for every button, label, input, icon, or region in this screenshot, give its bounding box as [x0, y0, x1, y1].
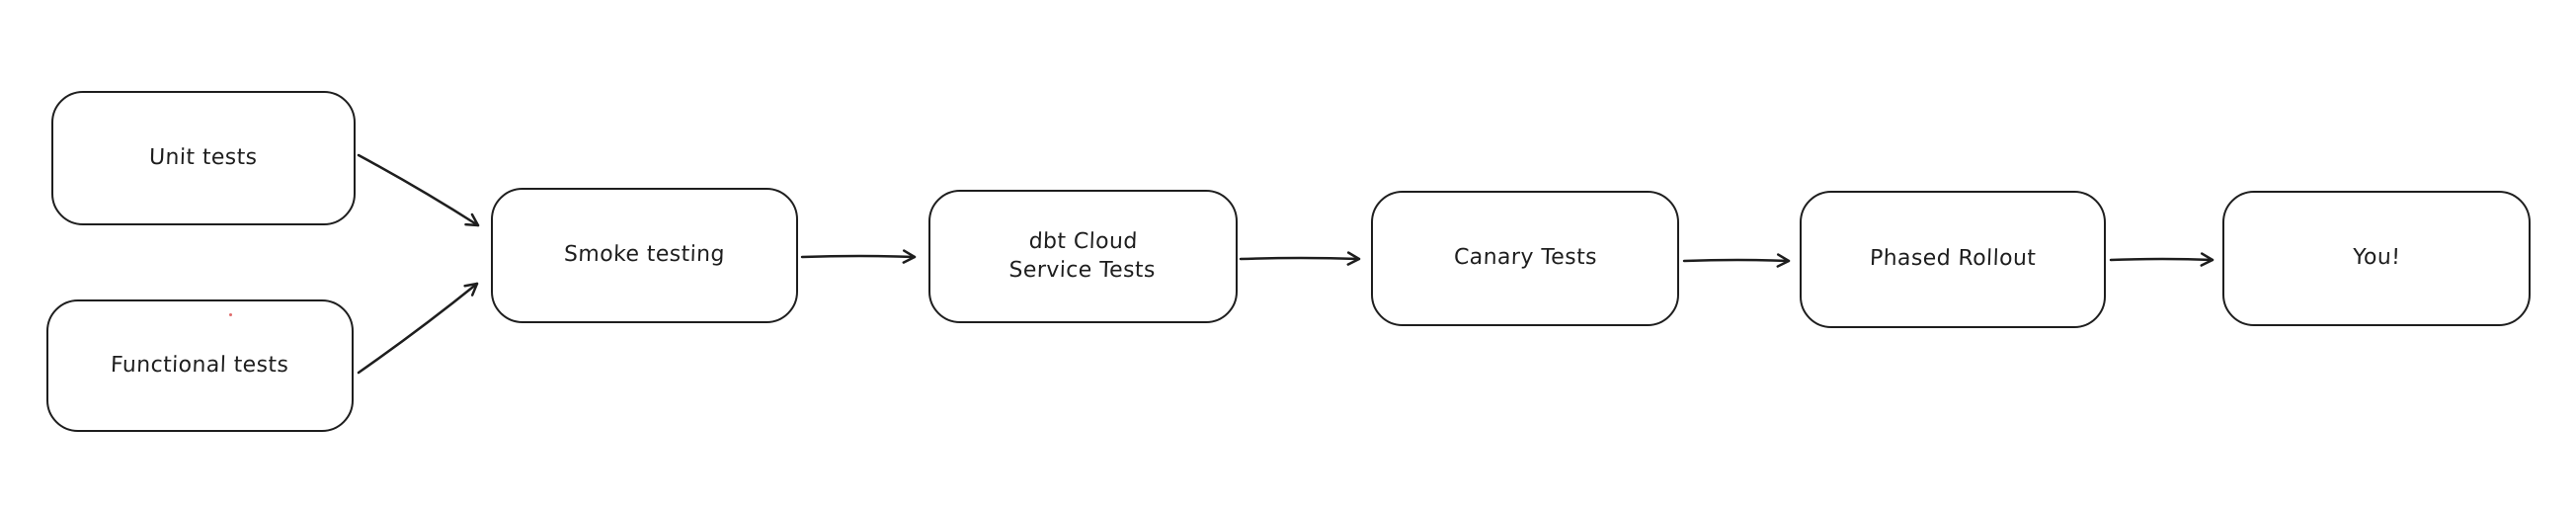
arrow-unit-to-smoke [357, 153, 480, 227]
node-phased-rollout-label: Phased Rollout [1869, 246, 2037, 272]
node-phased-rollout: Phased Rollout [1800, 191, 2106, 328]
arrow-dbt-to-canary [1239, 251, 1361, 266]
arrow-functional-to-smoke [357, 282, 479, 375]
node-smoke-testing: Smoke testing [491, 188, 798, 323]
node-smoke-testing-label: Smoke testing [563, 242, 726, 268]
node-canary-tests-label: Canary Tests [1453, 245, 1597, 271]
arrow-canary-to-phased [1682, 253, 1791, 268]
node-functional-tests-label: Functional tests [110, 352, 290, 378]
arrow-smoke-to-dbt [800, 249, 917, 264]
node-dbt-cloud-service-tests: dbt Cloud Service Tests [928, 190, 1238, 323]
node-dbt-cloud-service-tests-label: dbt Cloud Service Tests [1008, 228, 1157, 283]
node-canary-tests: Canary Tests [1371, 191, 1679, 326]
node-unit-tests: Unit tests [51, 91, 356, 225]
stray-red-dot [229, 313, 232, 316]
node-unit-tests-label: Unit tests [148, 144, 259, 170]
arrow-phased-to-you [2109, 252, 2214, 267]
node-functional-tests: Functional tests [46, 299, 354, 432]
node-you: You! [2222, 191, 2531, 326]
node-you-label: You! [2352, 245, 2401, 271]
